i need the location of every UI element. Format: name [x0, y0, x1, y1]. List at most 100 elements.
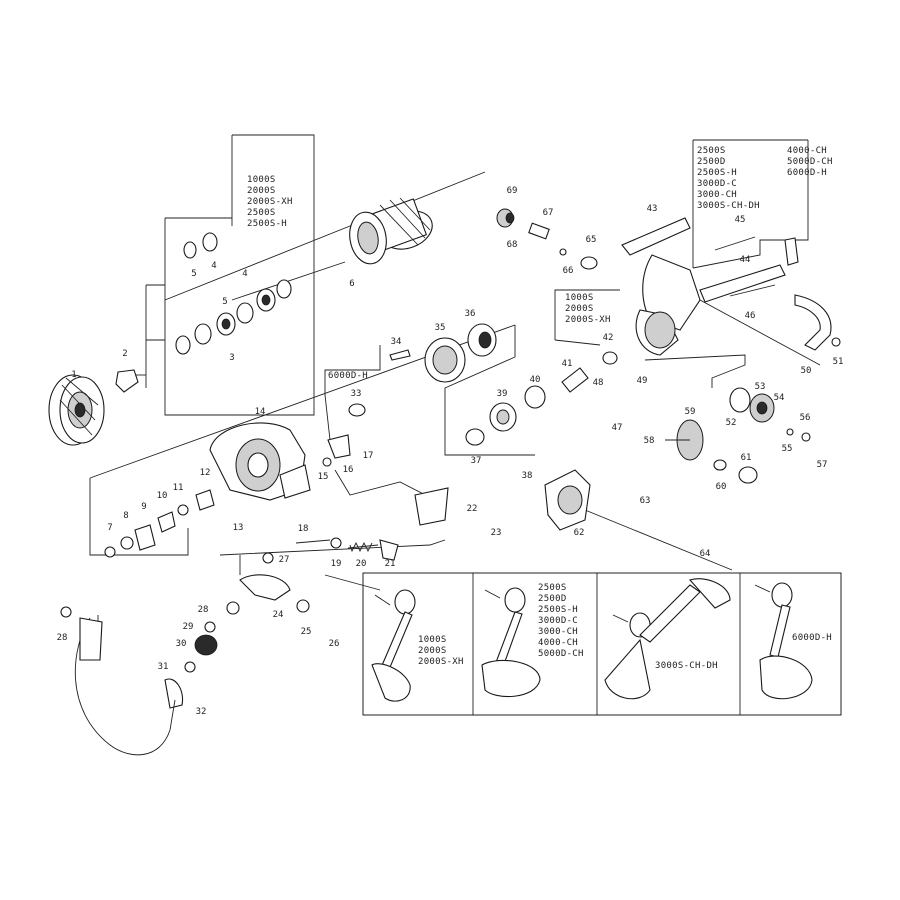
part-label-16: 16 — [343, 465, 354, 475]
gear-model-3: 2000S-XH — [565, 315, 611, 325]
rotor-part — [621, 217, 799, 356]
tr-model-c2-2: 5000D-CH — [787, 157, 833, 167]
hp2-model-4: 3000D-C — [538, 616, 578, 626]
part-label-50: 50 — [801, 366, 812, 376]
gear-model-2: 2000S — [565, 304, 594, 314]
part-label-66: 66 — [563, 266, 574, 276]
part-label-28b: 28 — [57, 633, 68, 643]
tr-model-c1-4: 3000D-C — [697, 179, 737, 189]
part-label-22: 22 — [467, 504, 478, 514]
spool-model-5: 2500S-H — [247, 219, 287, 229]
part-label-57: 57 — [817, 460, 828, 470]
tr-model-c2-3: 6000D-H — [787, 168, 827, 178]
part-label-20: 20 — [356, 559, 367, 569]
part-label-64: 64 — [700, 549, 711, 559]
part-label-24: 24 — [273, 610, 284, 620]
part-label-1: 1 — [71, 370, 76, 380]
handle-variant-2 — [481, 587, 541, 698]
part-label-3: 3 — [229, 353, 234, 363]
part-label-5b: 5 — [222, 297, 227, 307]
spool-model-2: 2000S — [247, 186, 276, 196]
tr-model-c1-1: 2500S — [697, 146, 726, 156]
hp2-model-1: 2500S — [538, 583, 567, 593]
leader-lines — [89, 134, 821, 623]
part-label-44: 44 — [740, 255, 751, 265]
part-label-34: 34 — [391, 337, 402, 347]
gear-model-1: 1000S — [565, 293, 594, 303]
mid-left-model-note: 6000D-H — [328, 371, 368, 381]
part-label-41: 41 — [562, 359, 573, 369]
part-label-10: 10 — [157, 491, 168, 501]
washer-stack — [175, 232, 292, 355]
gear-model-note: 1000S 2000S 2000S-XH — [565, 293, 611, 325]
handle-panel-1-models: 1000S 2000S 2000S-XH — [418, 635, 464, 667]
part-label-17: 17 — [363, 451, 374, 461]
part-label-68: 68 — [507, 240, 518, 250]
part-label-29: 29 — [183, 622, 194, 632]
part-label-54: 54 — [774, 393, 785, 403]
spool-part — [349, 197, 433, 265]
part-label-28: 28 — [198, 605, 209, 615]
part-label-25: 25 — [301, 627, 312, 637]
part-label-7: 7 — [107, 523, 112, 533]
spool-model-note: 1000S 2000S 2000S-XH 2500S 2500S-H — [247, 175, 293, 229]
hp2-model-7: 5000D-CH — [538, 649, 584, 659]
part-label-55: 55 — [782, 444, 793, 454]
part-label-48: 48 — [593, 378, 604, 388]
part-label-18: 18 — [298, 524, 309, 534]
hp2-model-2: 2500D — [538, 594, 567, 604]
part-label-52: 52 — [726, 418, 737, 428]
hp3-model-1: 3000S-CH-DH — [655, 661, 718, 671]
tr-model-c1-5: 3000-CH — [697, 190, 737, 200]
part-label-65: 65 — [586, 235, 597, 245]
part-label-6: 6 — [349, 279, 354, 289]
reel-body-part — [209, 422, 311, 501]
part-label-67: 67 — [543, 208, 554, 218]
part-label-4: 4 — [211, 261, 216, 271]
handle-variant-panels — [362, 572, 842, 716]
part-label-59: 59 — [685, 407, 696, 417]
parts — [48, 197, 841, 756]
part-label-19: 19 — [331, 559, 342, 569]
part-label-32: 32 — [196, 707, 207, 717]
hp2-model-6: 4000-CH — [538, 638, 578, 648]
part-label-49: 49 — [637, 376, 648, 386]
hp1-model-2: 2000S — [418, 646, 447, 656]
part-label-33: 33 — [351, 389, 362, 399]
part-label-21: 21 — [385, 559, 396, 569]
part-label-47: 47 — [612, 423, 623, 433]
part-label-40: 40 — [530, 375, 541, 385]
part-label-51: 51 — [833, 357, 844, 367]
hp1-model-3: 2000S-XH — [418, 657, 464, 667]
part-label-13: 13 — [233, 523, 244, 533]
handle-panel-4-models: 6000D-H — [792, 633, 832, 643]
part-label-12: 12 — [200, 468, 211, 478]
hp1-model-1: 1000S — [418, 635, 447, 645]
part-label-11: 11 — [173, 483, 184, 493]
hp4-model-1: 6000D-H — [792, 633, 832, 643]
tr-model-c1-3: 2500S-H — [697, 168, 737, 178]
part-label-45: 45 — [735, 215, 746, 225]
part-label-37: 37 — [471, 456, 482, 466]
handle-panel-2-models: 2500S 2500D 2500S-H 3000D-C 3000-CH 4000… — [538, 583, 584, 659]
top-right-model-note: 2500S 2500D 2500S-H 3000D-C 3000-CH 3000… — [697, 146, 833, 211]
part-label-60: 60 — [716, 482, 727, 492]
hp2-model-5: 3000-CH — [538, 627, 578, 637]
part-label-2: 2 — [122, 349, 127, 359]
handle-variant-4 — [754, 582, 813, 700]
hp2-model-3: 2500S-H — [538, 605, 578, 615]
part-label-63: 63 — [640, 496, 651, 506]
handle-variant-3 — [604, 578, 731, 700]
tr-model-c2-1: 4000-CH — [787, 146, 827, 156]
drag-knob-part — [48, 374, 105, 446]
part-label-4b: 4 — [242, 269, 247, 279]
spool-model-3: 2000S-XH — [247, 197, 293, 207]
part-number-labels: 1 2 3 4 4 5 5 6 7 8 9 10 11 12 13 14 15 … — [57, 186, 844, 717]
handle-variant-1 — [371, 589, 416, 702]
part-label-9: 9 — [141, 502, 146, 512]
part-label-38: 38 — [522, 471, 533, 481]
part-label-30: 30 — [176, 639, 187, 649]
tr-model-c1-6: 3000S-CH-DH — [697, 201, 760, 211]
part-label-15: 15 — [318, 472, 329, 482]
part-label-8: 8 — [123, 511, 128, 521]
